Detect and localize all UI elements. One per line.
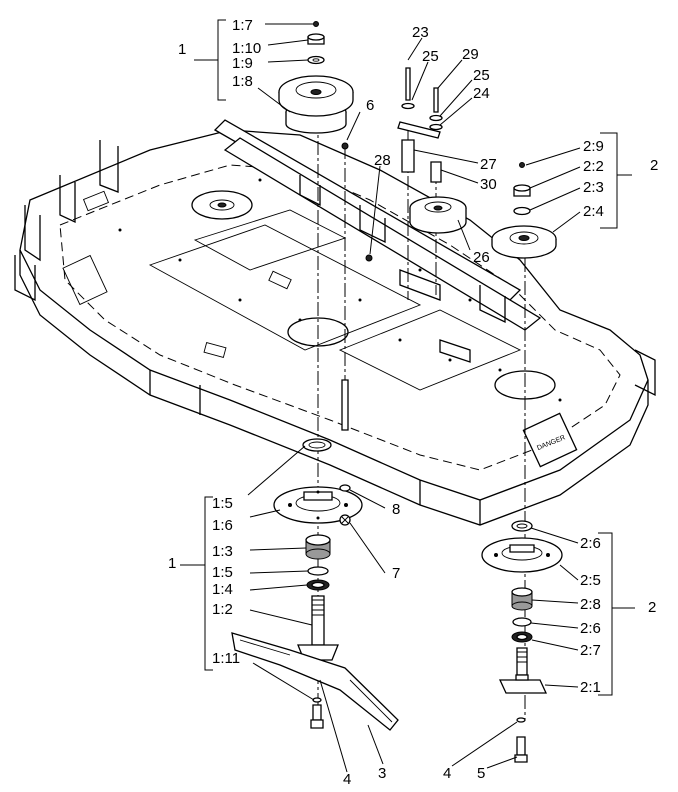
callout-1-11: 1:11	[212, 650, 240, 667]
callout-2-6b: 2:6	[580, 620, 601, 637]
callout-group-1-bottom: 1	[168, 555, 176, 572]
callout-2-6a: 2:6	[580, 535, 601, 552]
bottom-right-spindle-stack	[481, 520, 563, 763]
bottom-left-spindle-stack	[231, 438, 399, 731]
callout-2-4: 2:4	[583, 203, 604, 220]
callout-1-9: 1:9	[232, 55, 253, 72]
callout-6: 6	[366, 97, 374, 114]
top-right-pulley-stack	[491, 162, 557, 259]
callout-24: 24	[473, 85, 490, 102]
callout-1-4: 1:4	[212, 581, 233, 598]
callout-2-5: 2:5	[580, 572, 601, 589]
callout-2-2: 2:2	[583, 158, 604, 175]
callout-1-5a: 1:5	[212, 495, 233, 512]
callout-group-2-bottom: 2	[648, 599, 656, 616]
callout-23: 23	[412, 24, 429, 41]
group-brackets	[180, 19, 635, 696]
callout-2-3: 2:3	[583, 179, 604, 196]
callout-2-8: 2:8	[580, 596, 601, 613]
callout-1-2: 1:2	[212, 601, 233, 618]
mower-deck: DANGER	[14, 119, 656, 526]
callout-1-6: 1:6	[212, 517, 233, 534]
callout-25b: 25	[473, 67, 490, 84]
callout-25a: 25	[422, 48, 439, 65]
callout-group-2-top: 2	[650, 157, 658, 174]
nut-washer	[339, 379, 351, 526]
idler-stack	[341, 67, 467, 262]
callout-7: 7	[392, 565, 400, 582]
top-left-pulley-stack	[278, 21, 354, 134]
callout-29: 29	[462, 46, 479, 63]
callout-2-9: 2:9	[583, 138, 604, 155]
callout-1-10: 1:10	[232, 40, 261, 57]
callout-1-8: 1:8	[232, 73, 253, 90]
callout-5: 5	[477, 765, 485, 782]
callout-group-1-top: 1	[178, 41, 186, 58]
callout-3: 3	[378, 765, 386, 782]
callout-1-7: 1:7	[232, 17, 253, 34]
callout-8: 8	[392, 501, 400, 518]
callout-2-1: 2:1	[580, 679, 601, 696]
callout-4b: 4	[443, 765, 451, 782]
callout-4a: 4	[343, 771, 351, 788]
callouts: 1 1:7 1:10 1:9 1:8 6 23 25 29 25 24 28 2…	[168, 17, 658, 788]
callout-2-7: 2:7	[580, 642, 601, 659]
callout-27: 27	[480, 156, 497, 173]
leader-lines	[247, 23, 581, 773]
callout-1-3: 1:3	[212, 543, 233, 560]
callout-30: 30	[480, 176, 497, 193]
callout-26: 26	[473, 249, 490, 266]
callout-1-5b: 1:5	[212, 564, 233, 581]
callout-28: 28	[374, 152, 391, 169]
